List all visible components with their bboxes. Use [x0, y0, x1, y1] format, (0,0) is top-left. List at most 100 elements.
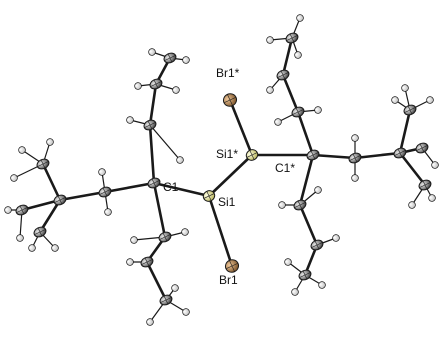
atom-h36 [278, 201, 286, 209]
atom-cd1 [158, 231, 172, 243]
atom-br1s [222, 93, 238, 107]
ellipsoid-icon [98, 168, 106, 176]
ellipsoid-icon [28, 244, 36, 252]
bond-cl2-clm3 [38, 198, 62, 234]
bond-cu1-cu2 [148, 82, 158, 127]
atom-h5 [10, 174, 18, 182]
atoms-layer [4, 14, 439, 326]
ellipsoid-icon [126, 116, 134, 124]
bond-c1-cl1 [103, 181, 156, 194]
atom-h16 [130, 236, 138, 244]
atom-h29 [431, 161, 439, 169]
bond-cr1-cr2 [353, 151, 402, 160]
ellipsoid-icon [171, 284, 179, 292]
atom-h39 [291, 288, 299, 296]
ellipsoid-icon [314, 186, 322, 194]
ellipsoid-axis [297, 200, 303, 210]
bond-c1s-cb1 [298, 153, 315, 207]
atom-cl1 [98, 186, 112, 198]
atom-h41 [284, 258, 292, 266]
ellipsoid-icon [408, 201, 416, 209]
atom-h20 [182, 308, 190, 316]
bond-c1s-ct1 [296, 110, 315, 157]
label-si1: Si1 [218, 195, 236, 209]
ellipsoid-axis [422, 180, 428, 190]
ellipsoid-axis [19, 205, 25, 215]
ellipsoid-axis [147, 120, 153, 130]
ellipsoid-axis [397, 148, 403, 158]
ellipsoid-axis [144, 257, 150, 267]
ellipsoid-icon [284, 258, 292, 266]
atom-h11 [176, 156, 184, 164]
ellipsoid-icon [148, 48, 156, 56]
ellipsoid-icon [332, 234, 340, 242]
ellipsoid-icon [51, 244, 59, 252]
atom-h38 [332, 234, 340, 242]
ellipsoid-icon [351, 134, 359, 142]
atom-h15 [172, 86, 180, 94]
atom-c1 [147, 177, 161, 189]
atom-h32 [266, 86, 274, 94]
atom-h23 [351, 174, 359, 182]
atom-ct3 [285, 32, 299, 44]
atom-cr1 [348, 152, 362, 164]
atom-h31 [274, 118, 282, 126]
ellipsoid-icon [146, 318, 154, 326]
ellipsoid-icon [182, 56, 190, 64]
ellipsoid-axis [407, 105, 413, 115]
atom-clm1 [36, 158, 50, 170]
label-br1-star: Br1* [216, 66, 240, 80]
ellipsoid-axis [227, 94, 233, 106]
atom-h4 [46, 138, 54, 146]
bonds-layer [7, 17, 436, 323]
atom-h37 [314, 186, 322, 194]
atom-cd3 [159, 294, 173, 306]
bond-si1-c1 [152, 181, 211, 198]
ellipsoid-icon [291, 288, 299, 296]
atom-h27 [428, 194, 436, 202]
ellipsoid-axis [162, 232, 168, 242]
ellipsoid-axis [310, 150, 316, 160]
ellipsoid-icon [274, 118, 282, 126]
ellipsoid-axis [40, 159, 46, 169]
atom-h10 [126, 116, 134, 124]
atom-h3 [18, 146, 26, 154]
bond-c1-cu1 [148, 123, 156, 185]
ellipsoid-icon [294, 51, 302, 59]
atom-clm3 [33, 226, 47, 238]
ellipsoid-icon [426, 96, 434, 104]
atom-cu1 [143, 119, 157, 131]
ellipsoid-axis [302, 270, 308, 280]
atom-h7 [16, 234, 24, 242]
ellipsoid-axis [57, 195, 63, 205]
atom-h30 [314, 106, 322, 114]
atom-h19 [146, 318, 154, 326]
atom-h35 [296, 14, 304, 22]
atom-crm2 [418, 179, 432, 191]
ellipsoid-icon [134, 82, 142, 90]
bond-si1s-si1 [207, 153, 254, 198]
label-br1: Br1 [219, 273, 238, 287]
ellipsoid-axis [167, 53, 173, 63]
ellipsoid-axis [206, 191, 212, 201]
atom-cl2 [53, 194, 67, 206]
bond-cb1-cb2 [298, 203, 319, 247]
ellipsoid-icon [10, 174, 18, 182]
atom-cr2 [393, 147, 407, 159]
ellipsoid-icon [296, 14, 304, 22]
bond-c1-cd1 [152, 181, 167, 239]
atom-h6 [4, 206, 12, 214]
ellipsoid-icon [401, 84, 409, 92]
ellipsoid-icon [428, 194, 436, 202]
atom-h21 [171, 284, 179, 292]
ellipsoid-icon [182, 308, 190, 316]
atom-cu2 [149, 78, 163, 90]
bond-ct1-ct2 [281, 73, 300, 114]
ellipsoid-axis [37, 227, 43, 237]
ellipsoid-icon [130, 236, 138, 244]
ellipsoid-axis [314, 240, 320, 250]
atom-ct1 [291, 106, 305, 118]
ellipsoid-icon [431, 161, 439, 169]
